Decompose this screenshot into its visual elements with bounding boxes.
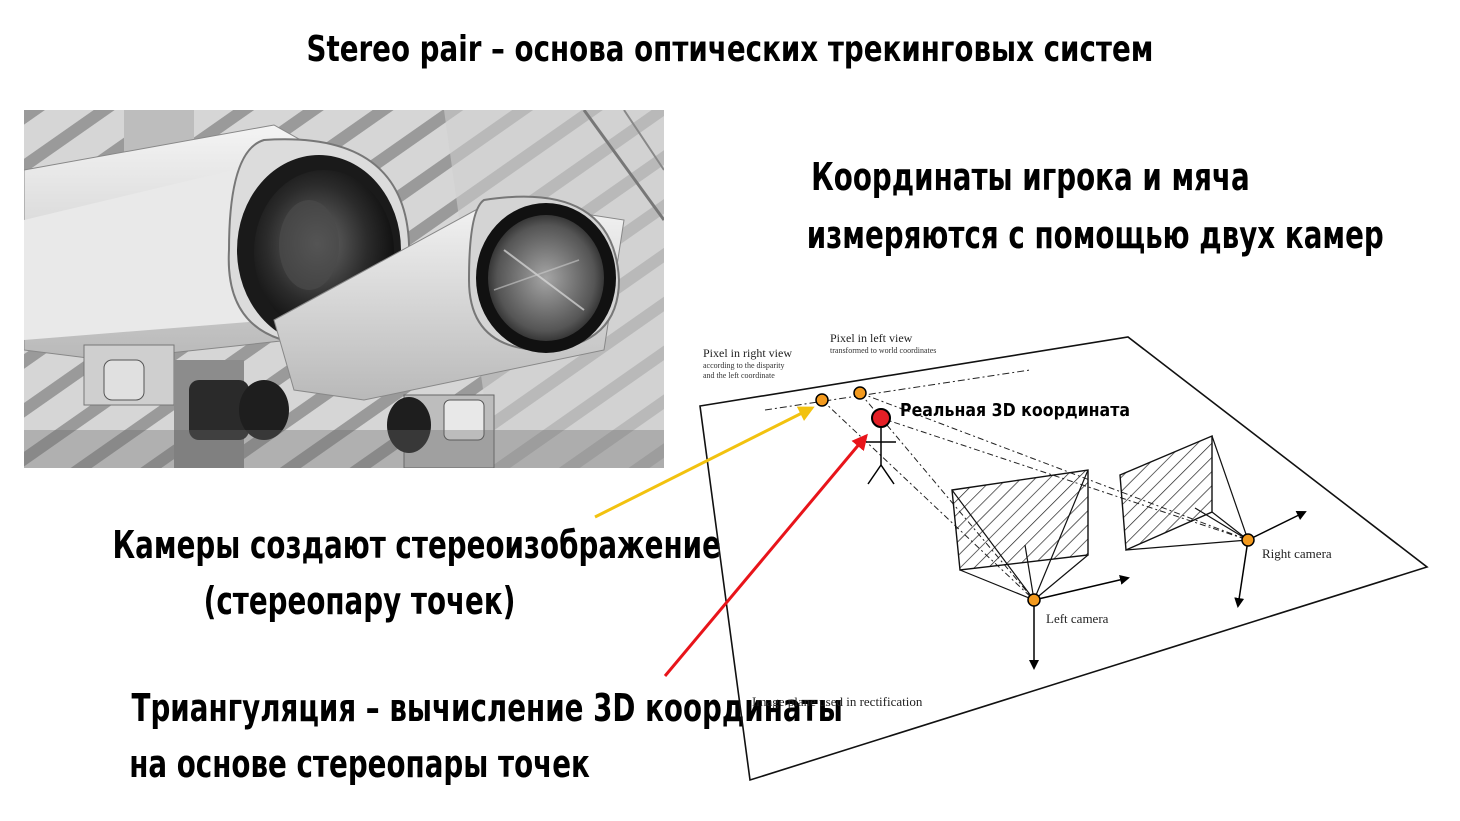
right-camera-center [1241, 533, 1255, 547]
security-cameras-photo [24, 110, 664, 468]
triangulation-caption: Триангуляция – вычисление 3D координаты … [0, 680, 843, 792]
stereo-caption: Камеры создают стереоизображение (стерео… [0, 517, 721, 629]
right-camera-label: Right camera [1262, 546, 1332, 561]
real-3d-point-label: Реальная 3D координата [900, 400, 1130, 421]
left-camera-center [1027, 593, 1041, 607]
left-camera-image-plane [951, 469, 1089, 571]
pixel-left-view-label: Pixel in left view [830, 331, 913, 345]
pixel-left-view-point [853, 386, 867, 400]
triangulation-caption-line2: на основе стереопары точек [129, 742, 591, 786]
pixel-right-view-label: Pixel in right view [703, 346, 792, 360]
coordinates-heading-line2: измеряются с помощью двух камер [806, 213, 1384, 257]
pixel-left-view-sub: transformed to world coordinates [830, 346, 936, 355]
slide-title: Stereo pair – основа оптических трекинго… [306, 29, 1154, 70]
right-camera-image-plane [1119, 434, 1213, 552]
stereo-caption-line2: (стереопару точек) [204, 579, 516, 623]
triangulation-caption-line1: Триангуляция – вычисление 3D координаты [131, 686, 843, 730]
coordinates-heading-line1: Координаты игрока и мяча [810, 155, 1250, 199]
pixel-right-view-sub2: and the left coordinate [703, 371, 775, 380]
left-camera-label: Left camera [1046, 611, 1109, 626]
stereo-caption-line1: Камеры создают стереоизображение [112, 523, 721, 567]
pixel-right-view-point [815, 393, 829, 407]
coordinates-heading: Координаты игрока и мяча измеряются с по… [700, 148, 1384, 264]
pixel-right-view-sub1: according to the disparity [703, 361, 785, 370]
player-figure [866, 408, 896, 485]
